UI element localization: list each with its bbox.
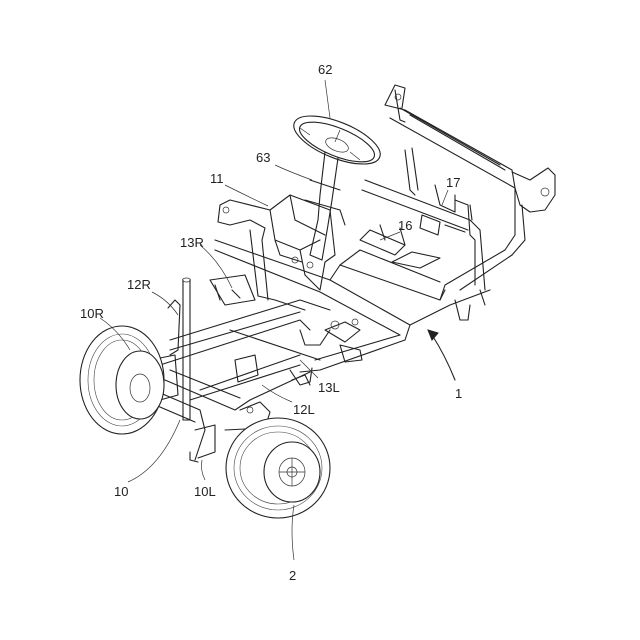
label-12R: 12R <box>127 277 151 292</box>
label-1: 1 <box>455 386 462 401</box>
wheel-2 <box>226 418 330 518</box>
label-13L: 13L <box>318 380 340 395</box>
label-13R: 13R <box>180 235 204 250</box>
label-12L: 12L <box>293 402 315 417</box>
rear-frame <box>385 85 555 300</box>
steering-column <box>305 152 345 260</box>
arrow-1 <box>428 330 455 380</box>
label-10: 10 <box>114 484 128 499</box>
label-16: 16 <box>398 218 412 233</box>
wheel-10R <box>80 326 164 434</box>
label-63: 63 <box>256 150 270 165</box>
seat-support <box>210 195 335 305</box>
label-2: 2 <box>289 568 296 583</box>
label-11: 11 <box>210 171 224 186</box>
label-10R: 10R <box>80 306 104 321</box>
label-10L: 10L <box>194 484 216 499</box>
label-17: 17 <box>446 175 460 190</box>
label-62: 62 <box>318 62 332 77</box>
